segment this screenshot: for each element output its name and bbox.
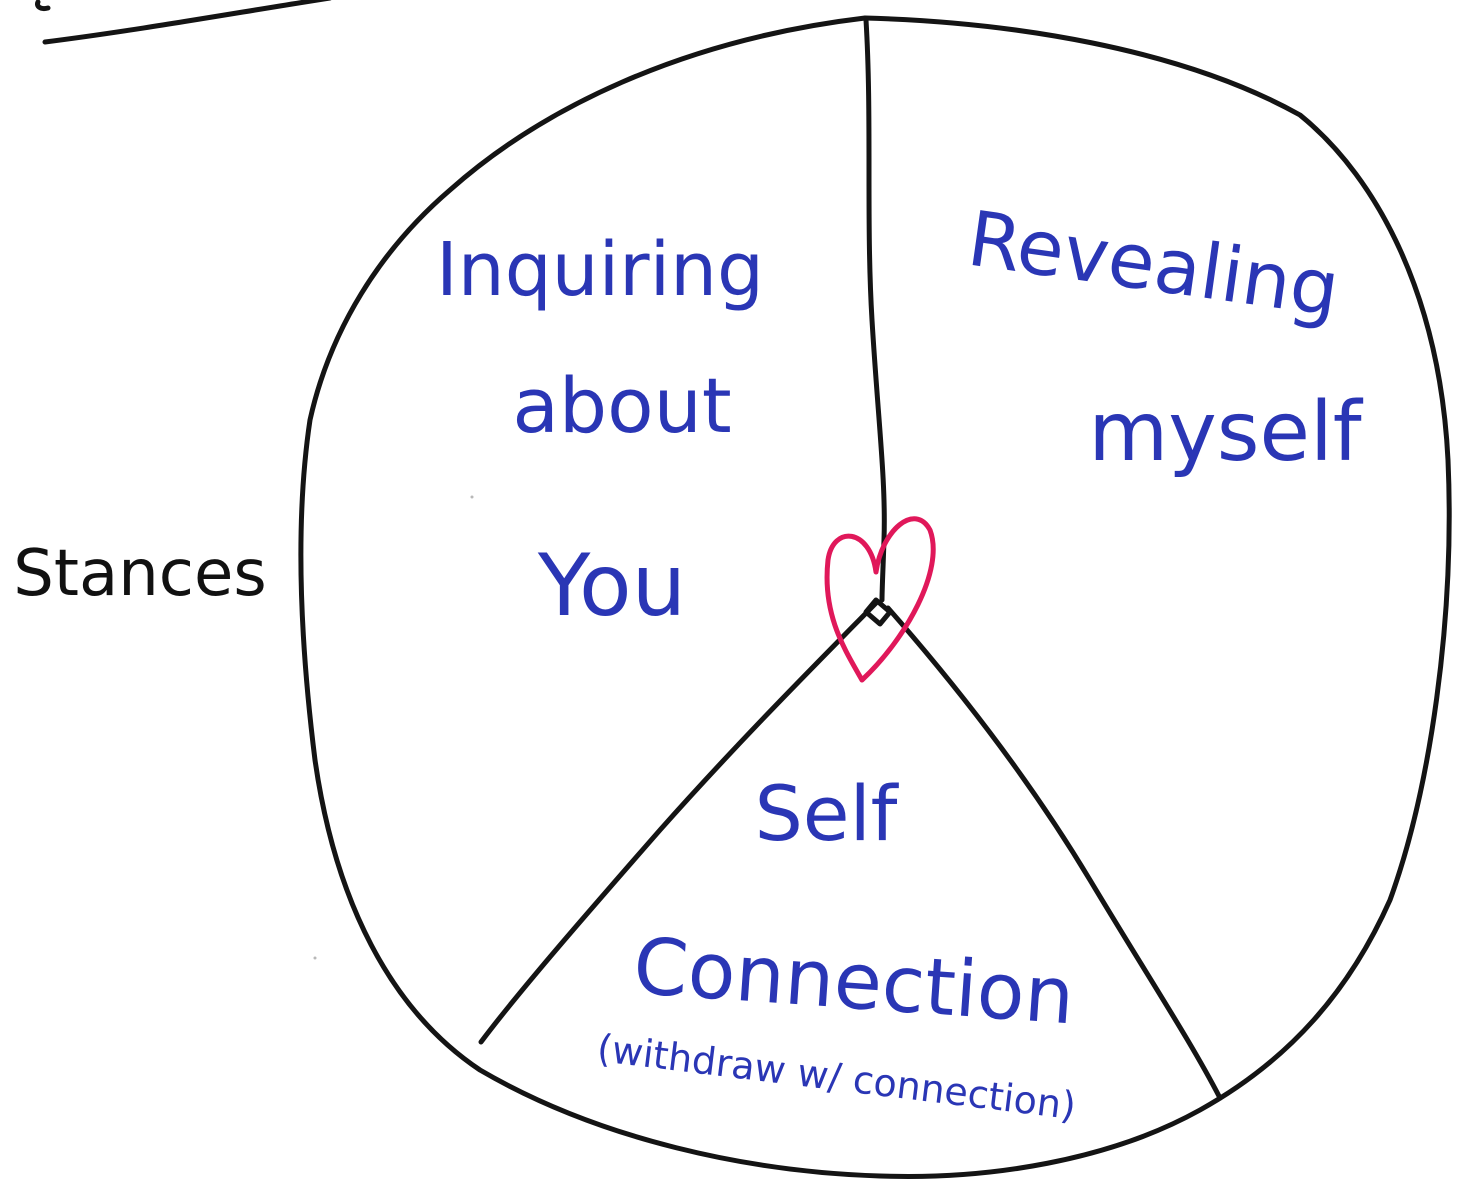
section-revealing: Revealing myself [963,194,1364,480]
section-self-connection-line-3: (withdraw w/ connection) [595,1026,1079,1128]
stray-dot [313,956,317,960]
divider-lower-right [885,605,1223,1101]
heart-icon [824,516,936,683]
stray-dot [470,495,474,499]
top-left-stroke-fragment [35,0,51,11]
outer-circle [298,15,1452,1179]
section-inquiring-line-1: Inquiring [436,227,764,313]
divider-vertical [863,17,887,603]
divider-lower-left [478,600,879,1045]
section-revealing-line-1: Revealing [963,194,1345,334]
section-revealing-line-2: myself [1088,385,1363,480]
section-inquiring-line-2: about [512,361,731,450]
section-self-connection-line-2: Connection [631,922,1078,1043]
section-inquiring-line-3: You [537,536,686,636]
top-left-stroke [42,0,332,45]
side-label: Stances [13,537,266,611]
section-self-connection-line-1: Self [755,769,900,858]
section-inquiring: Inquiring about You [436,227,764,636]
